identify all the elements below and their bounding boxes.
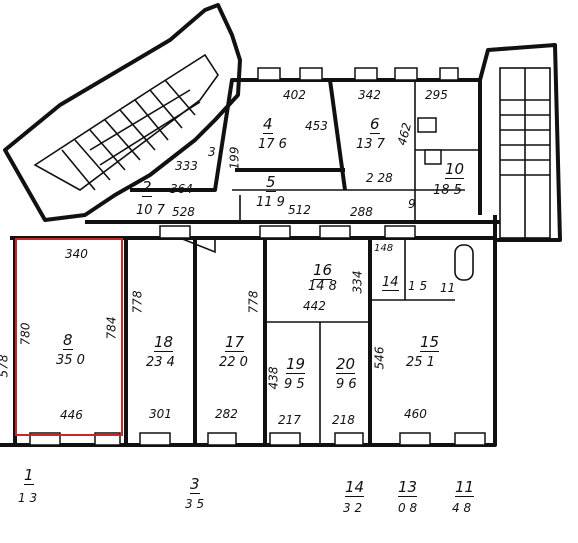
highlight-box-room-8 (15, 238, 123, 436)
dim-784: 784 (104, 316, 119, 340)
room-area-14b: 3 2 (343, 501, 363, 515)
room-number-14b: 14 (345, 478, 365, 497)
dim-218: 218 (332, 413, 355, 427)
room-area-18: 23 4 (146, 355, 175, 370)
room-area-8: 35 0 (56, 353, 85, 368)
dim-453: 453 (305, 119, 328, 133)
dim-778a: 778 (130, 290, 145, 314)
room-area-1: 1 3 (18, 491, 38, 505)
room-number-13: 13 (398, 478, 418, 497)
dim-340: 340 (65, 247, 88, 261)
room-area-6: 13 7 (356, 137, 385, 152)
room-number-17: 17 (225, 333, 245, 352)
room-number-18: 18 (154, 333, 174, 352)
room-number-1: 1 (24, 466, 34, 485)
dim-334: 334 (350, 270, 365, 294)
room-number-11: 11 (455, 478, 475, 497)
dim-512: 512 (288, 203, 311, 217)
dim-217: 217 (278, 413, 301, 427)
room-number-19: 19 (286, 355, 306, 374)
room-area-11: 4 8 (452, 501, 472, 515)
room-area-16: 14 8 (308, 279, 337, 294)
room-area-4: 17 6 (258, 137, 287, 152)
room-number-2: 2 (142, 178, 152, 197)
dim-438: 438 (266, 366, 281, 390)
dim-3: 3 (208, 145, 216, 159)
room-area-13: 0 8 (398, 501, 418, 515)
dim-342: 342 (358, 88, 381, 102)
dim-333: 333 (175, 159, 198, 173)
dim-546: 546 (372, 346, 387, 370)
dim-9: 9 (408, 197, 416, 211)
room-number-14: 14 (382, 275, 399, 291)
dim-442: 442 (303, 299, 326, 313)
room-area-15: 25 1 (406, 355, 435, 370)
dim-460: 460 (404, 407, 427, 421)
room-area-2: 10 7 (136, 203, 165, 218)
room-area-19: 9 5 (284, 377, 305, 392)
room-number-3: 3 (190, 475, 200, 494)
room-number-4: 4 (263, 115, 273, 134)
room-number-8: 8 (63, 331, 73, 350)
dim-295: 295 (425, 88, 448, 102)
dim-11: 11 (440, 281, 456, 295)
dim-282: 282 (215, 407, 238, 421)
dim-148: 148 (374, 243, 394, 254)
dim-528: 528 (172, 205, 195, 219)
room-area-17: 22 0 (219, 355, 248, 370)
dim-446: 446 (60, 408, 83, 422)
room-area-14: 1 5 (408, 279, 428, 293)
dim-778b: 778 (246, 290, 261, 314)
dim-199: 199 (227, 146, 242, 170)
upper-block-walls (85, 67, 500, 224)
right-staircase (478, 43, 562, 242)
room-number-10: 10 (445, 160, 465, 179)
dim-402: 402 (283, 88, 306, 102)
room-area-10: 18 5 (433, 183, 462, 198)
staircase-wing (3, 3, 242, 222)
room-number-15: 15 (420, 333, 440, 352)
room-area-20: 9 6 (336, 377, 357, 392)
dim-578: 578 (0, 354, 11, 378)
dim-301: 301 (149, 407, 172, 421)
dim-780: 780 (18, 322, 33, 346)
dim-364: 364 (170, 182, 193, 196)
room-number-16: 16 (313, 261, 333, 280)
room-area-3: 3 5 (185, 497, 205, 511)
room-number-5: 5 (266, 173, 276, 192)
dim-288: 288 (350, 205, 373, 219)
dim-2-28: 2 28 (366, 171, 393, 185)
room-area-5: 11 9 (256, 195, 285, 210)
room-number-6: 6 (370, 115, 380, 134)
room-number-20: 20 (336, 355, 356, 374)
